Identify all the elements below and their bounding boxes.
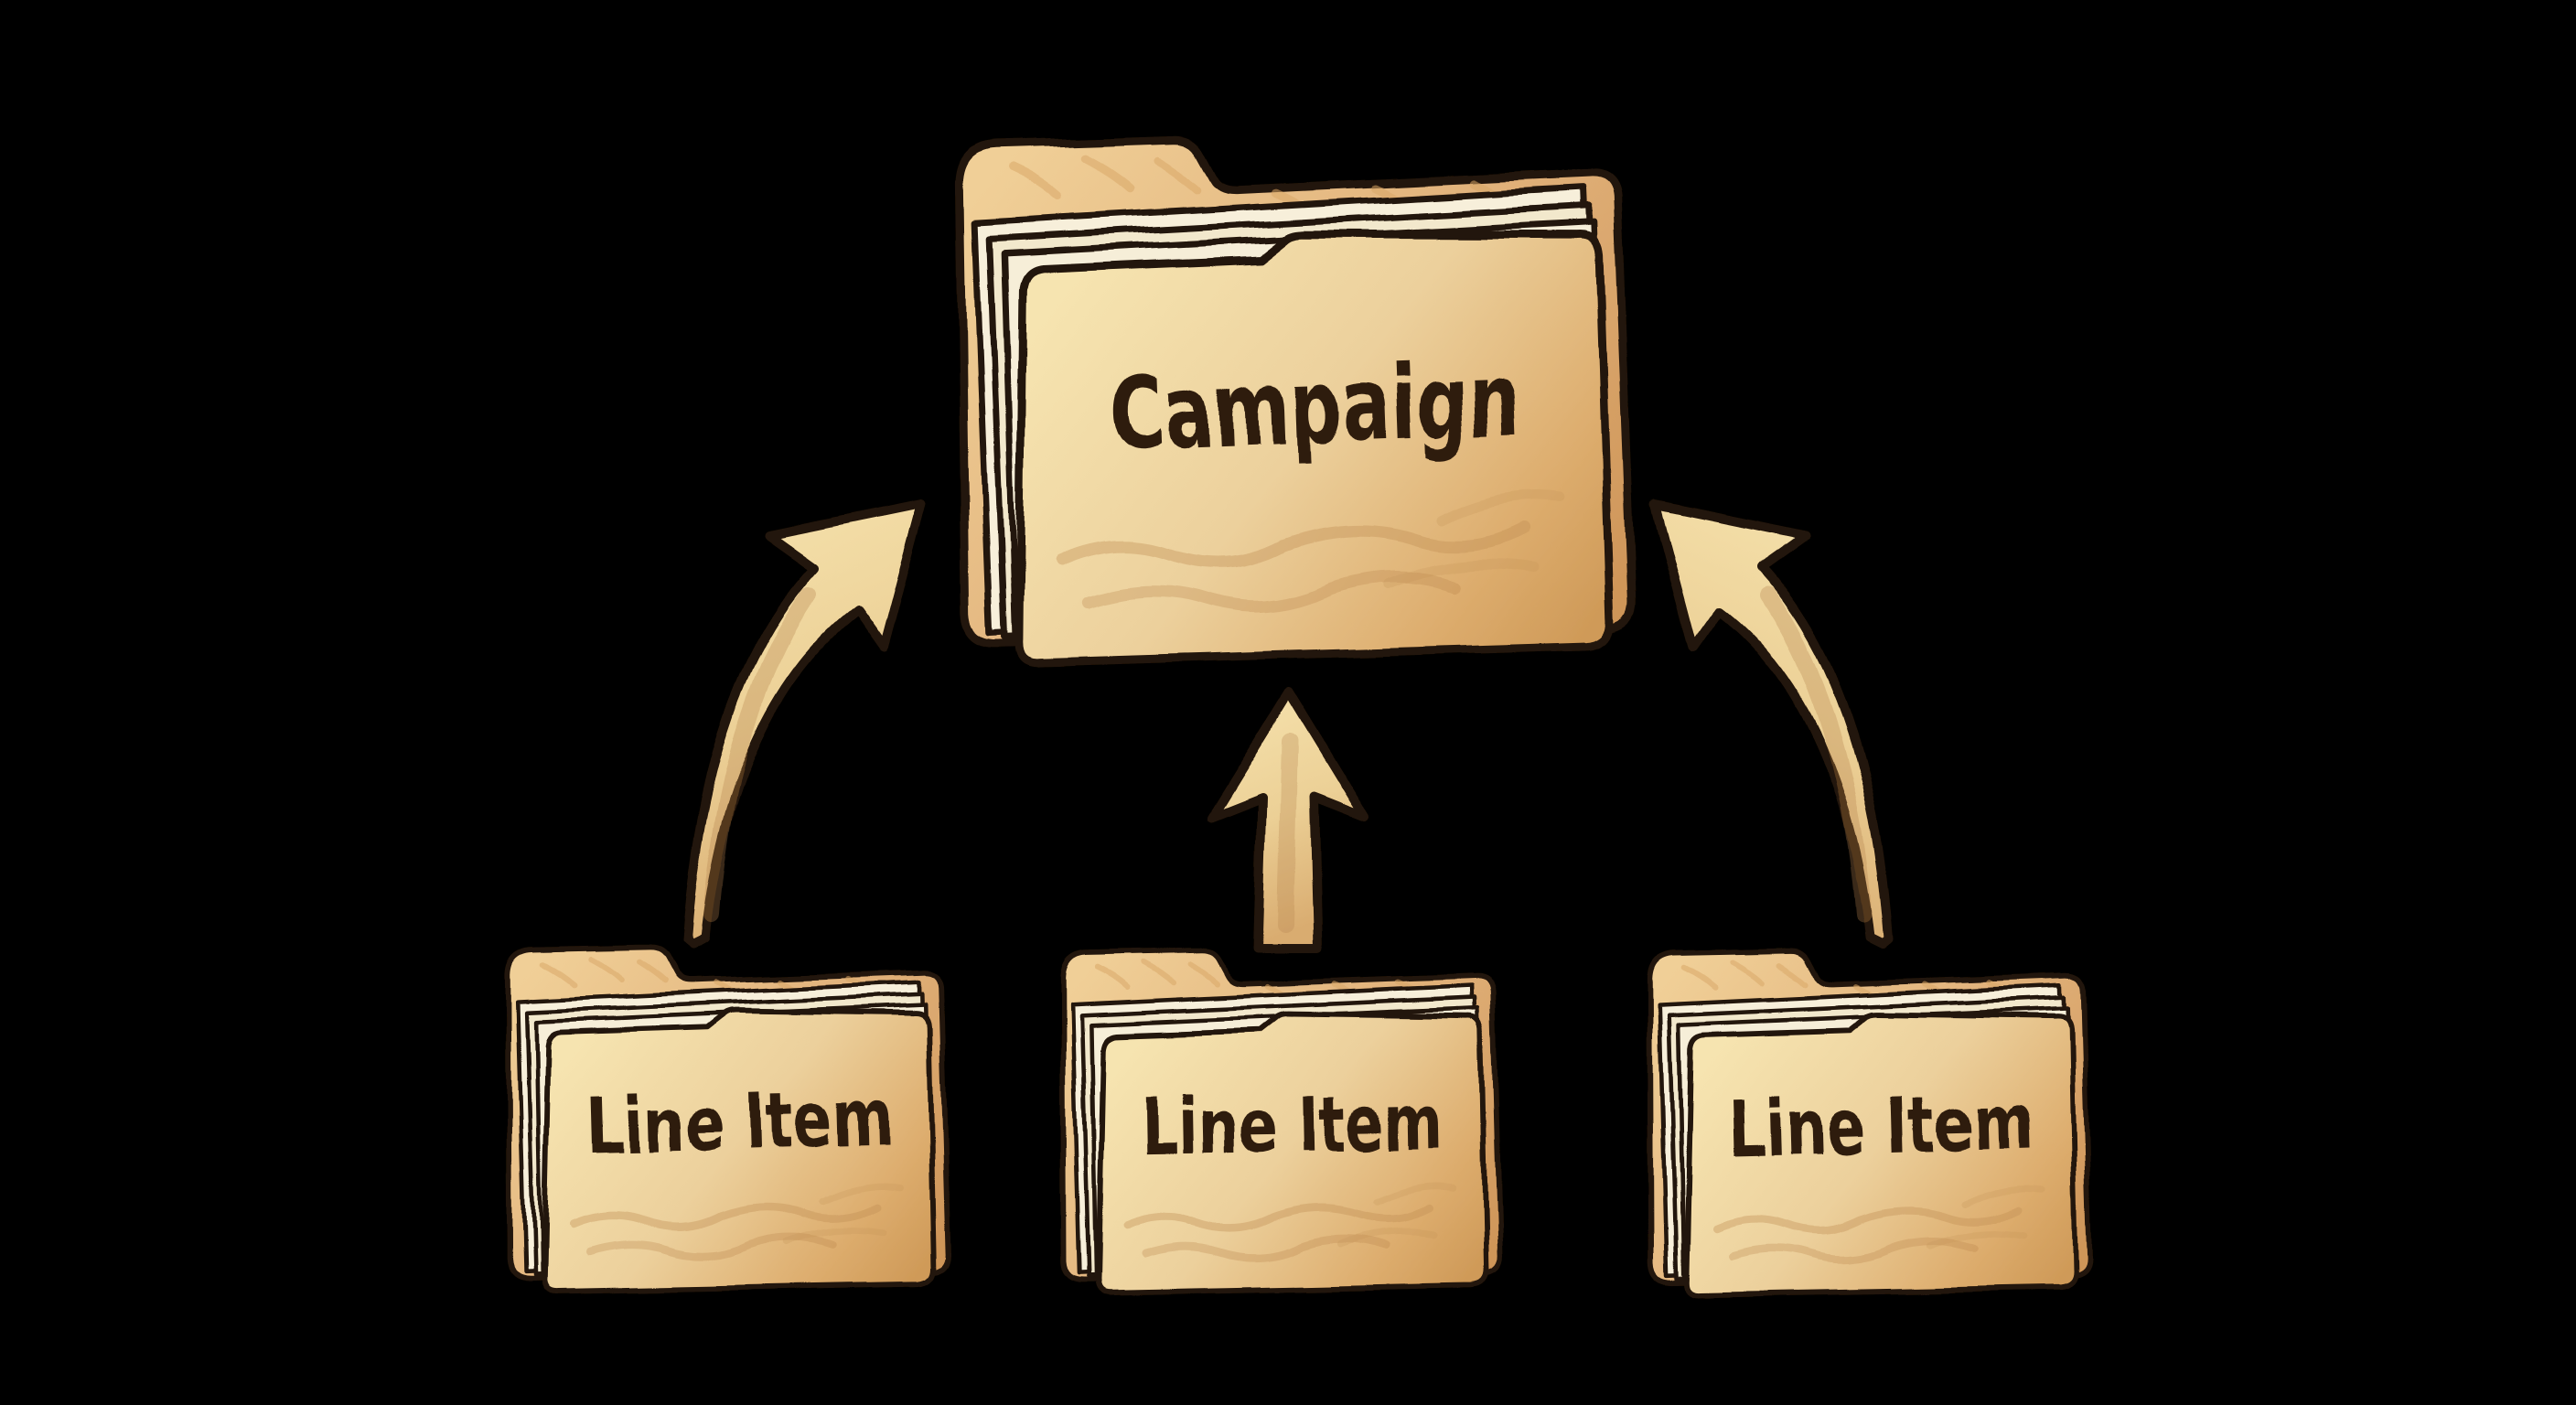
line-item-folder-1: Line Item: [509, 948, 949, 1292]
campaign-folder-label: Campaign: [1109, 341, 1522, 474]
campaign-folder: Campaign: [960, 134, 1634, 663]
curved-arrow-left-icon: [687, 504, 921, 945]
line-item-folder-label: Line Item: [1140, 1078, 1444, 1173]
straight-arrow-up-icon: [1207, 687, 1370, 952]
line-item-folder-2: Line Item: [1063, 951, 1500, 1292]
line-item-folder-label: Line Item: [1727, 1077, 2034, 1175]
curved-arrow-right-icon: [1655, 504, 1889, 945]
line-item-folder-label: Line Item: [585, 1073, 893, 1172]
line-item-folder-3: Line Item: [1650, 951, 2090, 1295]
